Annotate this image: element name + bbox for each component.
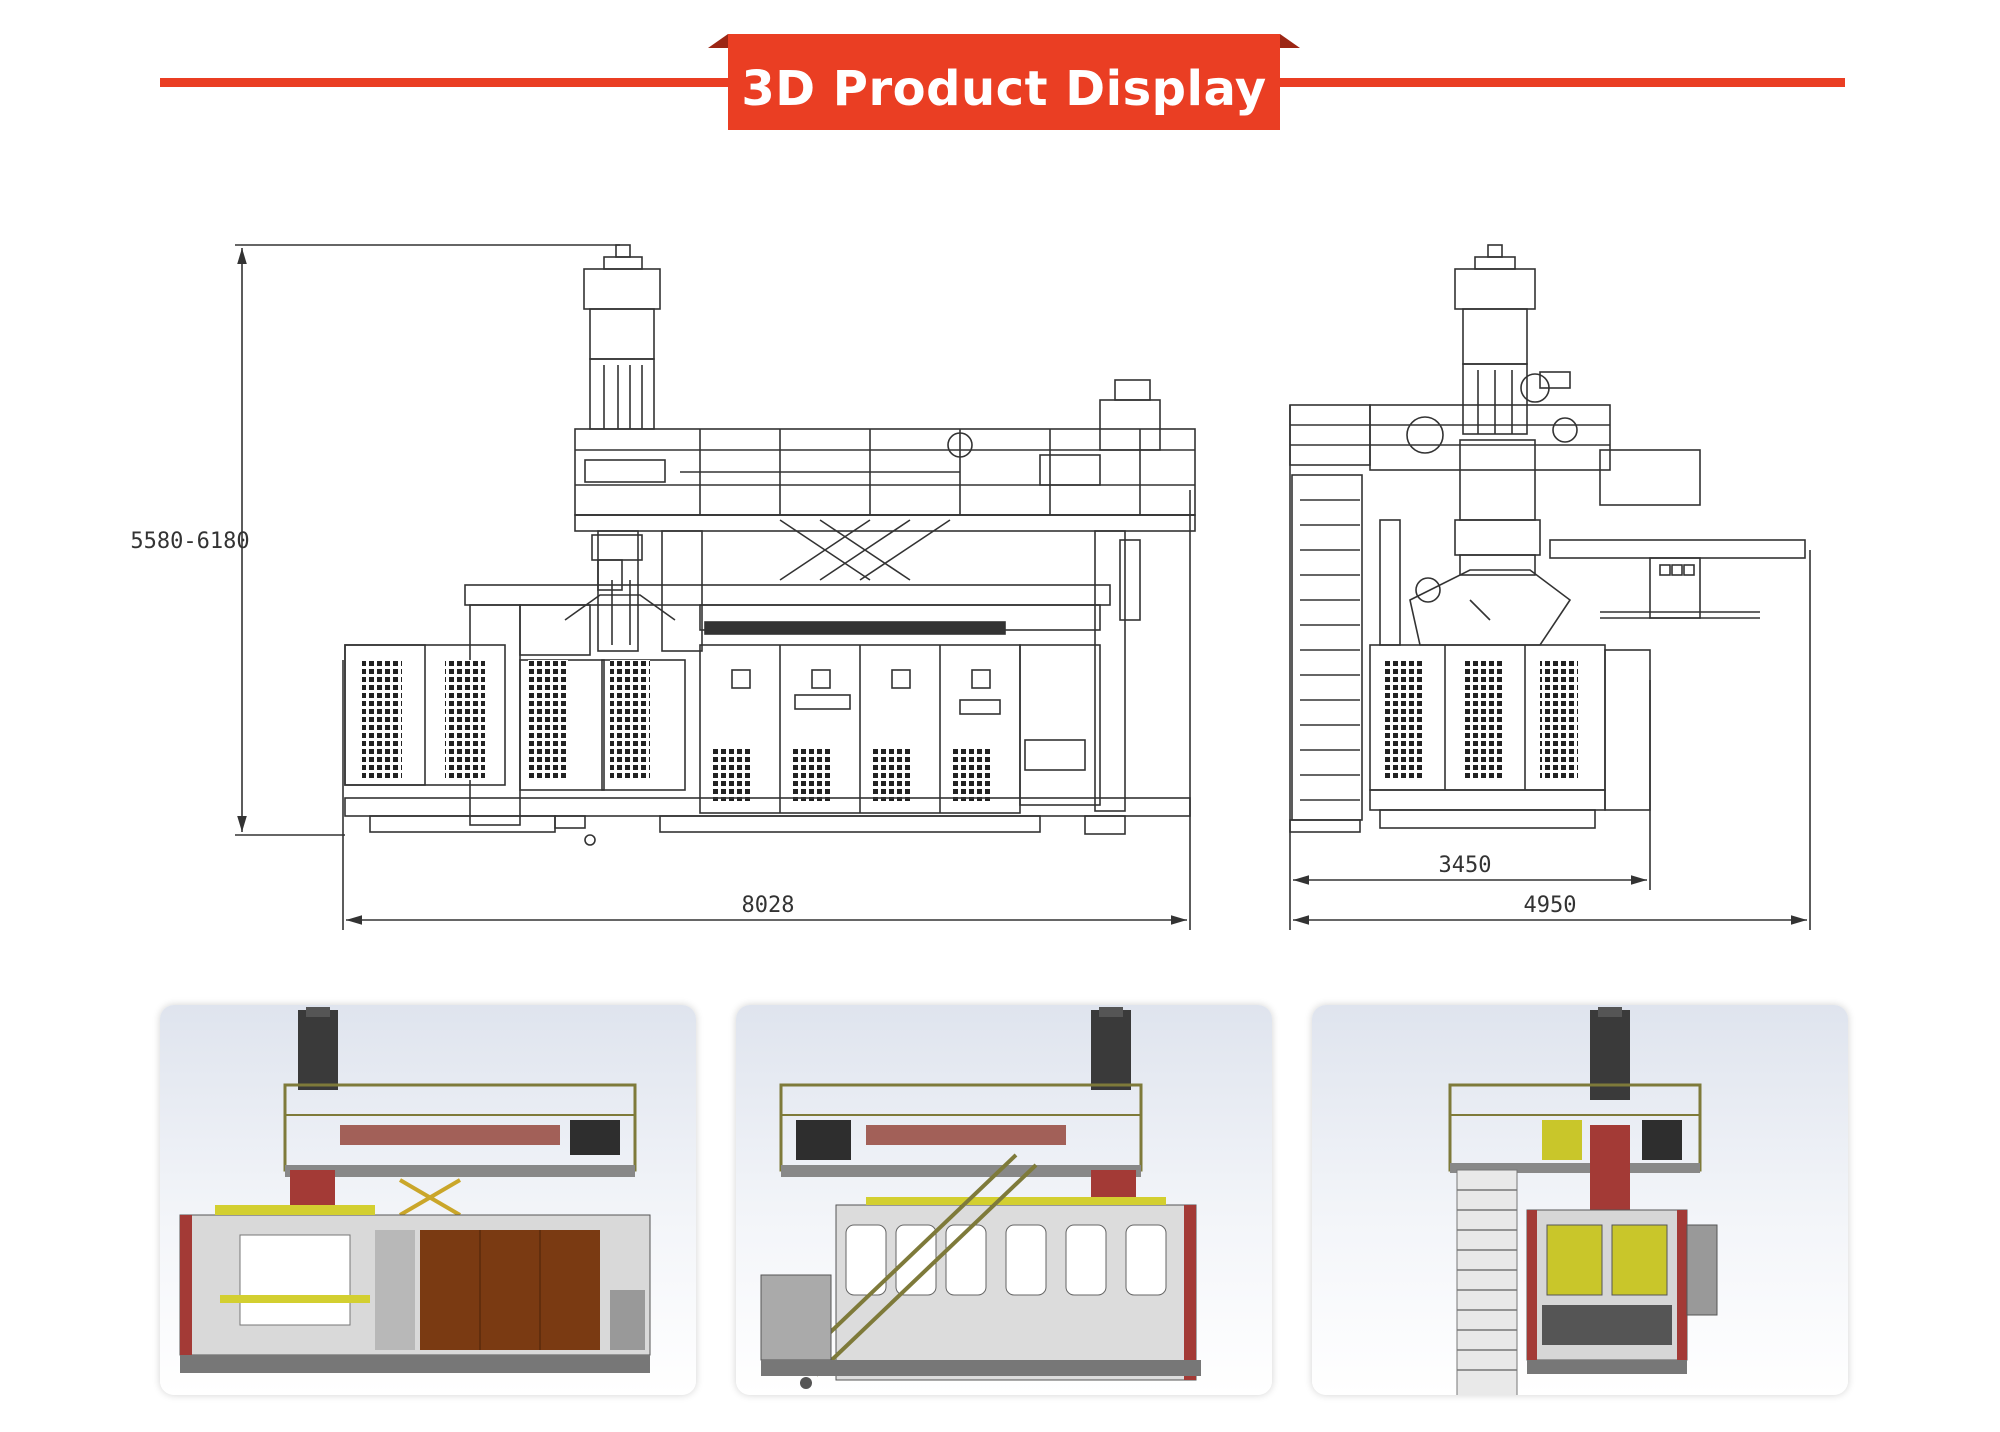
front-cabinet-vents (712, 746, 992, 801)
section-header: 3D Product Display (0, 0, 2000, 140)
technical-drawing: 5580-6180 8028 (0, 140, 2000, 960)
side-vents (1385, 660, 1578, 780)
header-line-right (1278, 78, 1845, 87)
side-render (1312, 1005, 1848, 1395)
banner-fold-right (1280, 34, 1300, 48)
width-dimension-label: 8028 (742, 893, 795, 918)
side-view (1289, 244, 1811, 930)
banner-top (728, 34, 1280, 48)
page-title: 3D Product Display (728, 48, 1280, 130)
front-electrical-cabinets (699, 644, 1101, 814)
outer-width-label: 4950 (1524, 893, 1577, 918)
front-base (344, 797, 1191, 846)
front-vents (362, 660, 650, 780)
banner-fold-left (708, 34, 728, 48)
inner-width-label: 3450 (1439, 853, 1492, 878)
header-line-left (160, 78, 730, 87)
height-dimension-label: 5580-6180 (130, 529, 249, 554)
back-render (736, 1005, 1272, 1395)
front-view (235, 244, 1196, 930)
front-render (160, 1005, 696, 1395)
